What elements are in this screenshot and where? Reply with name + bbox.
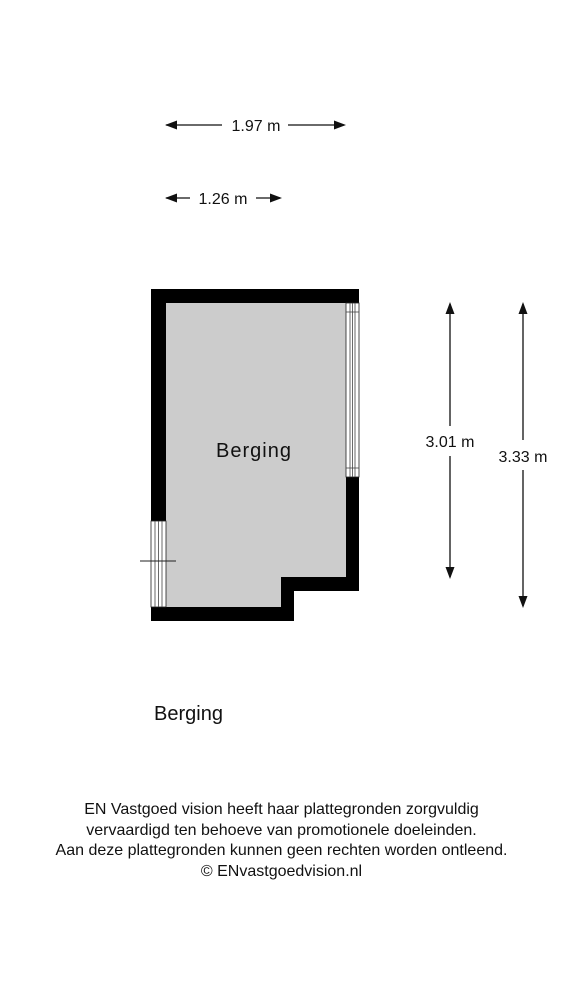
dimension-right-inner: 3.01 m bbox=[426, 302, 475, 579]
window-right bbox=[345, 302, 360, 478]
arrow-left-icon bbox=[165, 193, 177, 203]
room-floor bbox=[166, 303, 346, 607]
dimension-top-outer: 1.97 m bbox=[165, 118, 346, 135]
dimension-label-right-outer: 3.33 m bbox=[499, 449, 548, 466]
dimension-label-right-inner: 3.01 m bbox=[426, 434, 475, 451]
disclaimer-line: Aan deze plattegronden kunnen geen recht… bbox=[55, 842, 508, 859]
arrow-down-icon bbox=[445, 567, 455, 579]
floor-title: Berging bbox=[154, 703, 223, 725]
arrow-up-icon bbox=[518, 302, 528, 314]
door-left bbox=[140, 520, 176, 608]
dimension-label-top-outer: 1.97 m bbox=[232, 118, 281, 135]
disclaimer: EN Vastgoed vision heeft haar plattegron… bbox=[0, 800, 563, 882]
dimension-label-top-inner: 1.26 m bbox=[199, 191, 248, 208]
arrow-right-icon bbox=[334, 120, 346, 130]
copyright-link: © ENvastgoedvision.nl bbox=[200, 862, 363, 880]
disclaimer-line: vervaardigd ten behoeve van promotionele… bbox=[86, 821, 477, 839]
dimension-right-outer: 3.33 m bbox=[499, 302, 548, 608]
arrow-down-icon bbox=[518, 596, 528, 608]
arrow-up-icon bbox=[445, 302, 455, 314]
arrow-left-icon bbox=[165, 120, 177, 130]
room-berging: Berging bbox=[140, 289, 360, 621]
arrow-right-icon bbox=[270, 193, 282, 203]
disclaimer-line: EN Vastgoed vision heeft haar plattegron… bbox=[84, 801, 479, 818]
dimension-top-inner: 1.26 m bbox=[165, 191, 282, 208]
room-label: Berging bbox=[216, 440, 292, 462]
